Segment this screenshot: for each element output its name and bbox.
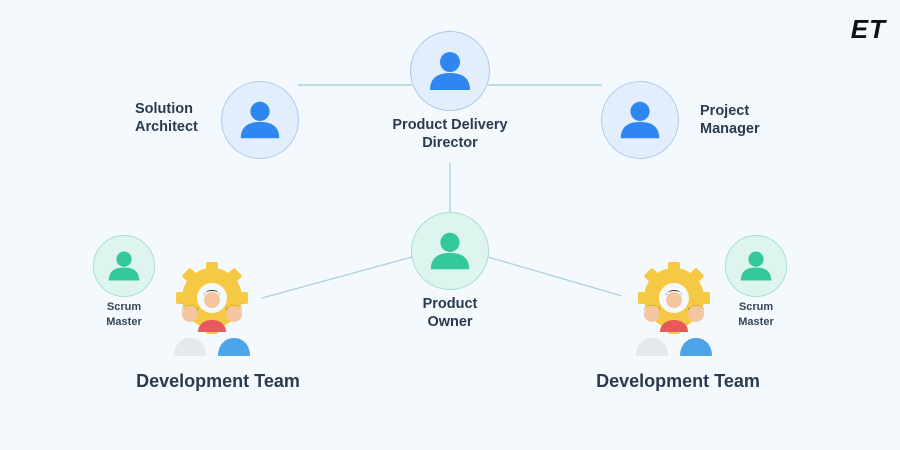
product-owner-node: [411, 212, 489, 290]
connector-owner-team-right: [487, 256, 623, 297]
project-manager-label: Project Manager: [700, 103, 760, 137]
solution-architect-node: [221, 81, 299, 159]
team-gear-icon: [636, 262, 712, 356]
development-team-right-label: Development Team: [596, 371, 760, 391]
project-manager-node: [601, 81, 679, 159]
scrum-master-right-label: Scrum Master: [738, 301, 774, 328]
brand-logo: ET: [850, 14, 886, 44]
product-delivery-director-label: Product Delivery Director: [392, 117, 508, 151]
development-team-left-label: Development Team: [136, 371, 300, 391]
person-icon: [108, 251, 140, 281]
scrum-master-left-label: Scrum Master: [106, 301, 142, 328]
product-delivery-director-node: [410, 31, 490, 111]
scrum-master-left-node: [93, 235, 155, 297]
person-icon: [740, 251, 772, 281]
person-icon: [430, 232, 470, 270]
person-icon: [240, 101, 280, 139]
person-icon: [430, 52, 470, 90]
connector-owner-team-left: [261, 256, 413, 299]
product-owner-label: Product Owner: [422, 296, 478, 330]
scrum-master-right-node: [725, 235, 787, 297]
person-icon: [620, 101, 660, 139]
solution-architect-label: Solution Architect: [135, 101, 198, 135]
team-gear-icon: [174, 262, 250, 356]
